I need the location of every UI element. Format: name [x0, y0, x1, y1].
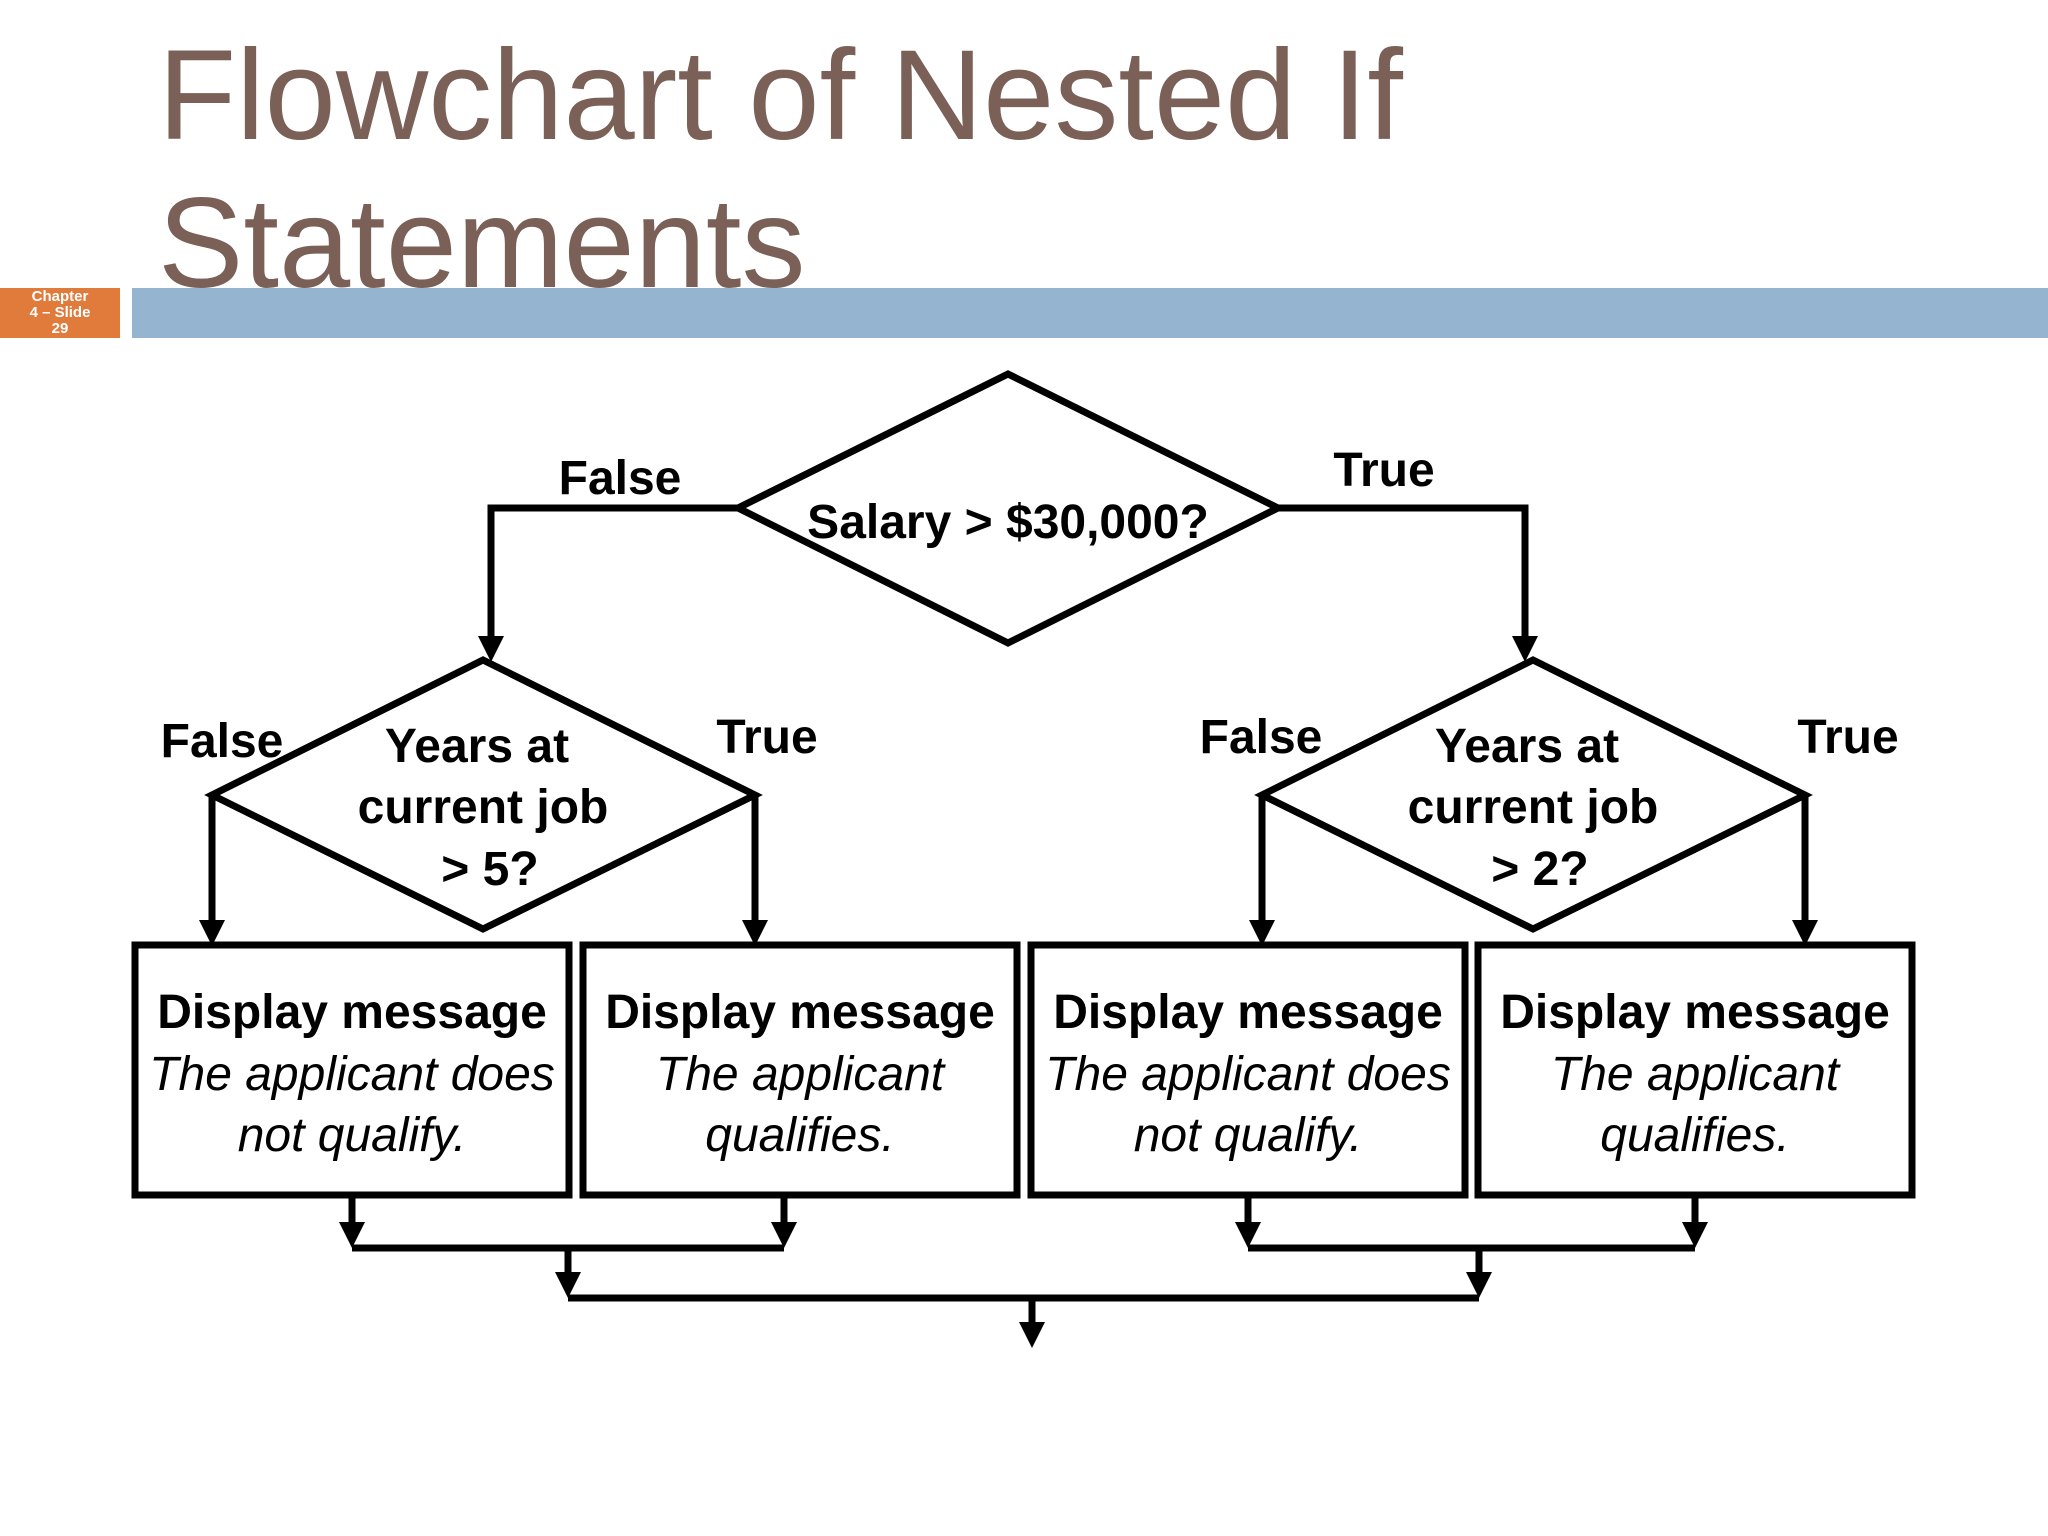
arrowhead-left-false — [199, 920, 225, 946]
box-2-title: Display message — [605, 986, 995, 1039]
label-top-true: True — [1333, 444, 1434, 497]
box-4-line-2: qualifies. — [1600, 1109, 1789, 1162]
decision-right-line-3: > 2? — [1491, 843, 1588, 896]
decision-right-line-2: current job — [1408, 781, 1659, 834]
arrowhead-right-true — [1792, 920, 1818, 946]
decision-left-line-2: current job — [358, 781, 609, 834]
arrowhead-exit — [1019, 1322, 1045, 1348]
arrowhead-merge-1 — [339, 1222, 365, 1248]
box-3-title: Display message — [1053, 986, 1443, 1039]
connector-top-true — [1278, 504, 1529, 640]
connector-top-false — [487, 504, 738, 640]
label-right-true: True — [1797, 711, 1898, 764]
badge-line-2: 4 – Slide — [29, 304, 91, 321]
decision-left-line-3: > 5? — [441, 843, 538, 896]
arrowhead-top-true — [1512, 636, 1538, 662]
box-2-line-1: The applicant — [656, 1048, 946, 1101]
label-top-false: False — [559, 452, 682, 505]
box-1-line-2: not qualify. — [238, 1109, 467, 1162]
slide-title: Flowchart of Nested If Statements — [158, 22, 1758, 318]
decision-salary-text: Salary > $30,000? — [807, 496, 1209, 549]
arrowhead-merge-left — [555, 1272, 581, 1298]
badge-line-1: Chapter — [31, 288, 89, 305]
box-2-line-2: qualifies. — [705, 1109, 894, 1162]
arrowhead-merge-2 — [771, 1222, 797, 1248]
decision-left-years — [204, 656, 763, 933]
arrowhead-merge-right — [1466, 1272, 1492, 1298]
box-3-line-2: not qualify. — [1134, 1109, 1363, 1162]
box-1-line-1: The applicant does — [149, 1048, 555, 1101]
label-left-false: False — [161, 715, 284, 768]
decision-left-line-1: Years at — [385, 720, 569, 773]
title-divider-bar — [132, 288, 2048, 338]
label-left-true: True — [716, 711, 817, 764]
arrowheads — [199, 636, 1818, 1348]
box-4-title: Display message — [1500, 986, 1890, 1039]
arrowhead-right-false — [1249, 920, 1275, 946]
chapter-slide-badge: Chapter 4 – Slide 29 — [0, 288, 120, 338]
decision-salary — [730, 370, 1286, 647]
box-1-title: Display message — [157, 986, 547, 1039]
arrowhead-merge-3 — [1235, 1222, 1261, 1248]
label-right-false: False — [1200, 711, 1323, 764]
box-4-line-1: The applicant — [1551, 1048, 1841, 1101]
message-box-2 — [579, 941, 1021, 1199]
slide-title-line-1: Flowchart of Nested If — [158, 24, 1403, 167]
badge-line-3: 29 — [51, 320, 69, 337]
box-3-line-1: The applicant does — [1045, 1048, 1451, 1101]
decision-right-years — [1254, 656, 1813, 933]
decision-right-line-1: Years at — [1435, 720, 1619, 773]
flowchart-shapes — [131, 370, 1916, 1324]
arrowhead-left-true — [742, 920, 768, 946]
arrowhead-merge-4 — [1682, 1222, 1708, 1248]
arrowhead-top-false — [478, 636, 504, 662]
